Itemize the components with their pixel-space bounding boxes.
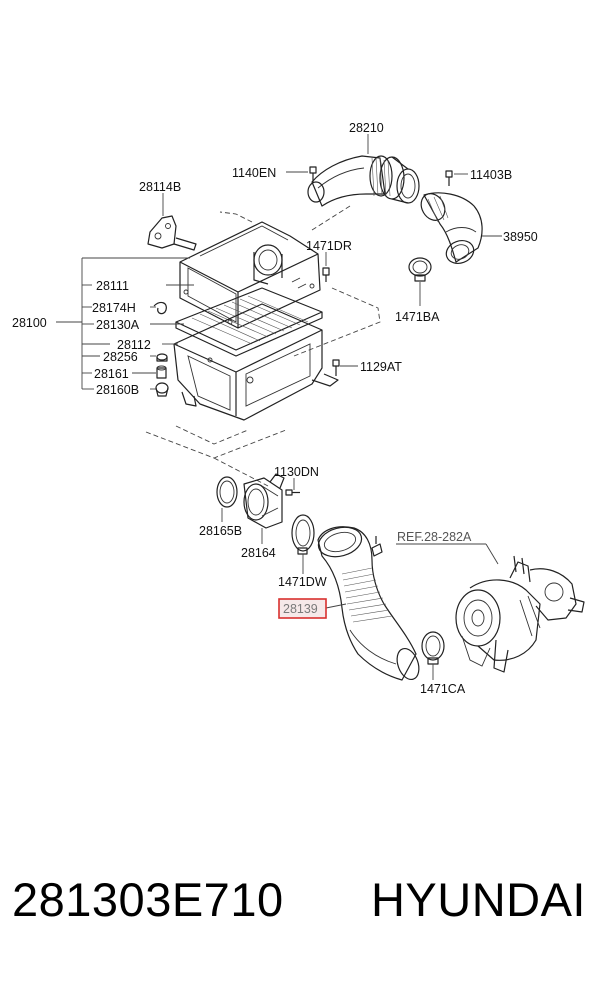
label-11403B: 11403B (470, 168, 512, 182)
air-cleaner-cover-28111 (179, 221, 321, 329)
label-28174H: 28174H (92, 301, 136, 315)
label-1129AT: 1129AT (360, 360, 402, 374)
callout-labels: 28210 1140EN 11403B 38950 28114B 1471DR … (12, 121, 538, 696)
label-28164: 28164 (241, 546, 276, 560)
label-28210: 28210 (349, 121, 384, 135)
mass-air-flow-sensor-28164 (243, 473, 285, 529)
label-38950: 38950 (503, 230, 538, 244)
mount-28160B (155, 382, 169, 397)
clip-28174H (153, 301, 167, 315)
bush-28161 (156, 365, 167, 379)
label-28161: 28161 (94, 367, 129, 381)
part-number: 281303E710 (12, 873, 284, 926)
screw-1130DN (285, 489, 300, 496)
label-1130DN: 1130DN (274, 465, 319, 479)
hose-38950 (420, 192, 483, 264)
label-1471CA: 1471CA (420, 682, 466, 696)
label-28100: 28100 (12, 316, 47, 330)
label-28130A: 28130A (96, 318, 140, 332)
leader-lines (56, 134, 502, 680)
turbocharger (455, 555, 585, 673)
label-28111: 28111 (96, 279, 129, 293)
parts-diagram: 28210 1140EN 11403B 38950 28114B 1471DR … (12, 121, 585, 696)
label-ref-28-282A: REF.28-282A (397, 530, 472, 544)
part-footer: 281303E710 HYUNDAI (0, 872, 600, 956)
label-28256: 28256 (103, 350, 138, 364)
intake-duct-28210 (307, 155, 420, 207)
label-1471DR: 1471DR (306, 239, 352, 253)
clamp-1471DW (291, 514, 315, 555)
clamp-1471CA (421, 631, 445, 665)
air-cleaner-body-28112 (173, 303, 339, 421)
label-1471BA: 1471BA (395, 310, 440, 324)
filter-element-28130A (175, 287, 323, 357)
label-28114B: 28114B (139, 180, 181, 194)
label-1471DW: 1471DW (278, 575, 327, 589)
nut-28256 (156, 353, 168, 362)
label-1140EN: 1140EN (232, 166, 276, 180)
bolt-1129AT (332, 359, 340, 376)
screw-1471DR (322, 267, 330, 282)
label-28139: 28139 (283, 602, 318, 616)
assembly-dash-lines (145, 205, 381, 487)
clamp-1471BA (408, 257, 432, 282)
bracket-28114B (147, 215, 197, 251)
intake-hose-28139 (317, 526, 420, 681)
highlight-box-28139 (278, 598, 327, 619)
gasket-28165B (216, 476, 238, 508)
bolt-1140EN (309, 166, 317, 182)
brand-name: HYUNDAI (370, 873, 586, 926)
label-28160B: 28160B (96, 383, 139, 397)
label-28112: 28112 (117, 338, 151, 352)
label-28165B: 28165B (199, 524, 242, 538)
bolt-11403B (445, 170, 453, 186)
